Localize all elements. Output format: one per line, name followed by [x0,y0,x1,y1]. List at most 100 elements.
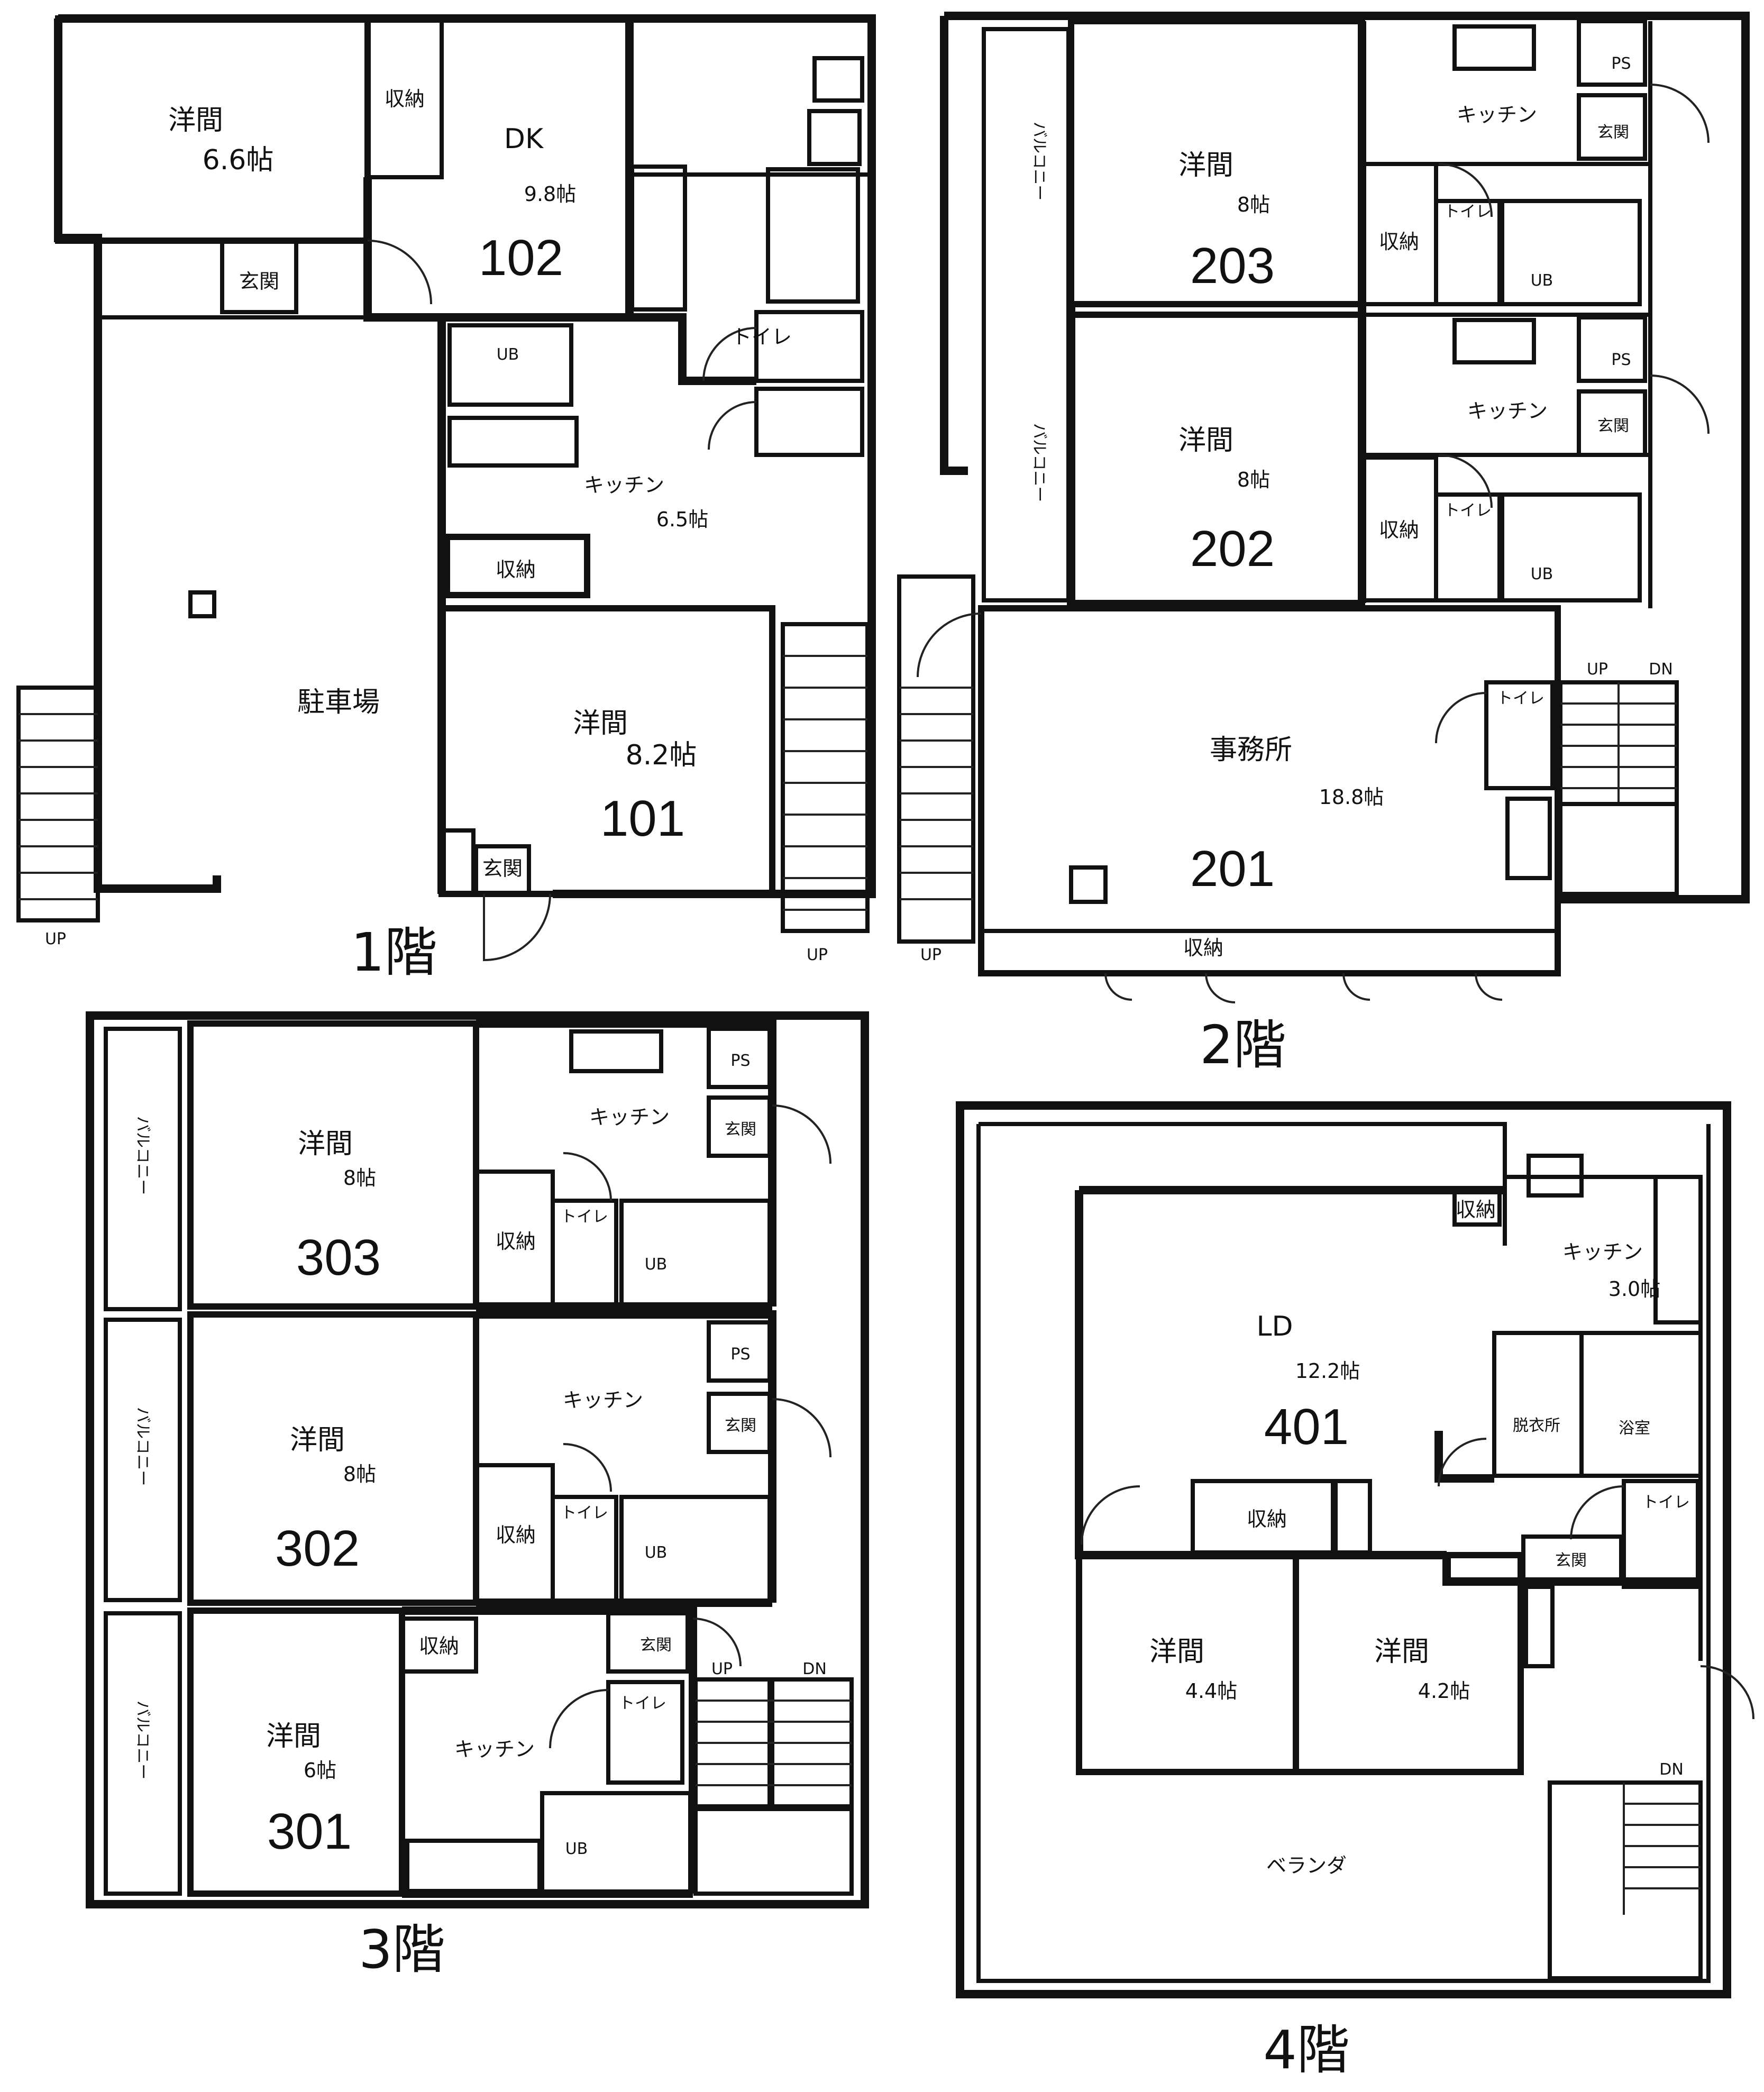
room-203-number: 203 [1190,237,1275,294]
veranda-label: ベランダ [1266,1854,1347,1877]
entrance-label: 玄関 [725,1417,756,1435]
floor-3-title: 3階 [359,1919,445,1980]
room-102-western-size: 6.6帖 [203,144,274,176]
room-401-west2-size: 4.2帖 [1418,1679,1470,1703]
toilet-label: トイレ [1642,1493,1690,1512]
floor-1-plan: 洋間 6.6帖 収納 DK 9.8帖 102 玄関 トイレ UB キッチン 6.… [16,14,876,983]
storage-label: 収納 [1379,230,1419,253]
room-401-number: 401 [1264,1399,1349,1455]
pipe-space-label: PS [1611,351,1631,369]
storage-label: 収納 [419,1634,459,1658]
stairs-down-label: DN [1659,1760,1684,1779]
entrance-label: 玄関 [1597,417,1629,435]
entrance-label: 玄関 [482,857,523,880]
toilet-label: トイレ [1444,203,1492,221]
stairs-up-label: UP [920,946,942,964]
toilet-label: トイレ [1497,689,1544,708]
entrance-label: 玄関 [725,1120,756,1139]
room-401-ld-size: 12.2帖 [1295,1359,1360,1383]
room-101-kitchen-label: キッチン [584,473,664,497]
room-102-dk-label: DK [504,123,544,155]
room-401-west2-label: 洋間 [1374,1636,1429,1668]
stairs-up-label: UP [807,946,828,964]
unit-bath-label: UB [565,1840,588,1858]
toilet-label: トイレ [1444,501,1492,520]
balcony-label: バルコニー [1030,423,1048,502]
entrance-label: 玄関 [640,1636,672,1655]
balcony-label: バルコニー [133,1701,152,1779]
storage-label: 収納 [496,558,536,581]
kitchen-label: キッチン [1467,399,1548,423]
room-201-label: 事務所 [1210,734,1292,766]
stairs-down-label: DN [802,1660,827,1678]
room-301-size: 6帖 [304,1759,336,1782]
entrance-label: 玄関 [1555,1551,1587,1570]
bathroom-label: 浴室 [1619,1419,1650,1438]
unit-bath-label: UB [497,345,519,364]
room-303-label: 洋間 [298,1128,353,1160]
toilet-label: トイレ [619,1694,666,1713]
room-101-number: 101 [600,790,685,847]
room-301-number: 301 [267,1803,352,1860]
room-303-number: 303 [296,1229,381,1286]
kitchen-label: キッチン [563,1388,643,1412]
toilet-label: トイレ [732,325,792,349]
room-203-size: 8帖 [1237,193,1270,216]
floor-2-title: 2階 [1200,1014,1286,1076]
balcony-label: バルコニー [133,1116,152,1195]
room-401-west1-label: 洋間 [1149,1636,1204,1668]
entrance-label: 玄関 [239,270,279,293]
pipe-space-label: PS [730,1345,750,1364]
parking-label: 駐車場 [297,687,380,718]
room-302-size: 8帖 [343,1463,376,1486]
balcony-label: バルコニー [1030,122,1048,200]
room-203-label: 洋間 [1178,150,1233,181]
room-102-western-label: 洋間 [168,105,223,136]
floor-1-title: 1階 [351,921,437,983]
room-101-kitchen-size: 6.5帖 [656,508,708,531]
unit-bath-label: UB [645,1255,668,1274]
pipe-space-label: PS [1611,54,1631,73]
room-401-kitchen-label: キッチン [1562,1240,1643,1264]
floor-3-plan: バルコニー バルコニー バルコニー 洋間 8帖 303 キッチン PS 玄関 収… [86,1011,869,1980]
room-102-number: 102 [479,230,563,286]
room-201-number: 201 [1190,841,1275,897]
floor-2-plan: バルコニー バルコニー 洋間 8帖 203 キッチン PS 玄関 収納 トイレ … [897,12,1750,1076]
kitchen-label: キッチン [1457,103,1537,126]
stairs-up-label: UP [45,930,66,948]
stairs-down-label: DN [1649,660,1673,679]
room-102-dk-size: 9.8帖 [524,182,576,206]
unit-bath-label: UB [645,1543,668,1562]
floor-4-plan: 収納 キッチン 3.0帖 LD 12.2帖 401 脱衣所 浴室 収納 トイレ … [956,1101,1754,2081]
entrance-label: 玄関 [1597,123,1629,142]
room-401-west1-size: 4.4帖 [1185,1679,1237,1703]
toilet-label: トイレ [561,1504,608,1522]
storage-label: 収納 [496,1523,536,1547]
storage-label: 収納 [1247,1508,1287,1531]
storage-label: 収納 [496,1230,536,1253]
pipe-space-label: PS [730,1052,750,1070]
room-401-ld-label: LD [1256,1311,1293,1342]
room-303-size: 8帖 [343,1166,376,1190]
room-401-kitchen-size: 3.0帖 [1608,1277,1660,1301]
room-302-label: 洋間 [290,1424,345,1456]
room-202-number: 202 [1190,520,1275,577]
storage-label: 収納 [1183,936,1223,960]
floor-4-title: 4階 [1263,2019,1350,2081]
room-101-western-size: 8.2帖 [626,739,697,771]
storage-label: 収納 [385,87,425,111]
storage-label: 収納 [1379,518,1419,542]
kitchen-label: キッチン [589,1106,670,1129]
stairs-up-label: UP [711,1660,733,1678]
balcony-label: バルコニー [133,1407,152,1486]
room-202-label: 洋間 [1178,425,1233,456]
unit-bath-label: UB [1531,271,1553,290]
room-202-size: 8帖 [1237,468,1270,491]
stairs-up-label: UP [1587,660,1608,679]
dressing-room-label: 脱衣所 [1513,1417,1560,1435]
room-301-label: 洋間 [266,1721,321,1752]
room-101-western-label: 洋間 [573,708,628,739]
room-302-number: 302 [275,1520,360,1577]
kitchen-label: キッチン [454,1738,535,1761]
